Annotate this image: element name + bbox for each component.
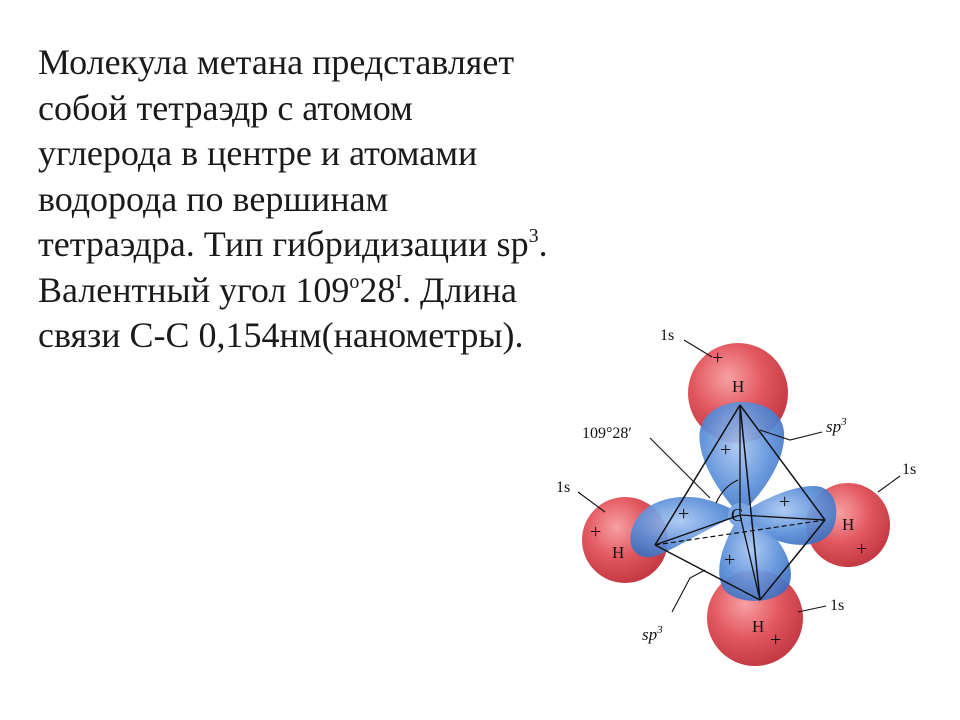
orbital-1s-label-top: 1s: [660, 327, 674, 344]
bond-c-h-right: [739, 514, 826, 521]
leader-1s-left: [577, 491, 606, 513]
hybridization-text: тетраэдра. Тип гибридизации sp: [38, 224, 529, 264]
tetra-edge-right-bottom: [759, 519, 826, 601]
leader-angle: [649, 437, 711, 499]
angle-minutes-text: 28: [359, 269, 396, 310]
leader-1s-bottom: [797, 605, 827, 613]
description-text: Молекула метана представляет собой тетра…: [38, 40, 598, 359]
tetra-edge-left-right: [654, 519, 826, 546]
angle-minutes-superscript: I: [395, 270, 402, 293]
leader-1s-right: [877, 475, 901, 493]
bond-c-h-bottom: [739, 514, 761, 601]
leader-sp3-top: [759, 429, 823, 441]
tetra-edge-top-left: [654, 404, 741, 546]
plus-sign-bottom-lobe: +: [724, 549, 735, 571]
angle-degree-superscript: о: [349, 270, 360, 293]
text-line-6: Валентный угол 109о28I. Длина: [38, 268, 598, 314]
text-line-1: Молекула метана представляет: [38, 42, 515, 82]
text-line-4: водорода по вершинам: [38, 178, 389, 219]
tetra-edge-left-bottom: [654, 544, 761, 601]
hydrogen-label-right: H: [842, 515, 854, 534]
tetra-edge-top-right: [739, 404, 826, 521]
leader-sp3-bottom: [671, 569, 706, 613]
plus-sign-bottom-h: +: [770, 629, 781, 651]
sp3-lobe-top: [699, 402, 785, 515]
bond-c-h-left: [654, 514, 741, 546]
tetra-edge-top-bottom: [739, 404, 761, 601]
sp3-lobe-left: [630, 496, 740, 558]
plus-sign-left-h: +: [590, 521, 601, 543]
angle-text: Валентный угол 109: [38, 269, 350, 310]
orbital-1s-label-bottom: 1s: [830, 597, 844, 614]
leader-1s-top: [683, 339, 713, 358]
hydrogen-label-left: H: [612, 543, 624, 562]
hydrogen-label-top: H: [732, 377, 744, 396]
text-line-3: углерода в центре и атомами: [38, 133, 478, 173]
carbon-label: C: [731, 505, 743, 525]
text-line-5: тетраэдра. Тип гибридизации sp3.: [38, 222, 598, 268]
hybridization-period: .: [538, 224, 548, 264]
angle-label: 109°28′: [582, 425, 632, 442]
text-line-2: собой тетраэдр с атомом: [38, 87, 413, 128]
hybridization-superscript: 3: [528, 225, 539, 247]
orbital-1s-label-left: 1s: [556, 479, 570, 496]
plus-sign-top-h: +: [712, 347, 723, 369]
orbital-sp3-label-bottom: sp3: [642, 624, 663, 644]
plus-sign-right-h: +: [856, 538, 867, 560]
plus-sign-top-lobe: +: [720, 439, 731, 461]
bond-angle-arc: [715, 479, 739, 504]
orbital-1s-label-right: 1s: [902, 461, 916, 478]
hydrogen-label-bottom: H: [752, 617, 764, 636]
bond-length-start: . Длина: [402, 269, 518, 310]
text-line-7: связи С-С 0,154нм(нанометры).: [38, 315, 524, 355]
plus-sign-right-lobe: +: [779, 491, 790, 513]
methane-molecule-diagram: C H H H H + + + + + + + + 1s 109°28′ sp3…: [556, 327, 916, 666]
orbital-sp3-label-top: sp3: [826, 416, 847, 436]
plus-sign-left-lobe: +: [678, 503, 689, 525]
